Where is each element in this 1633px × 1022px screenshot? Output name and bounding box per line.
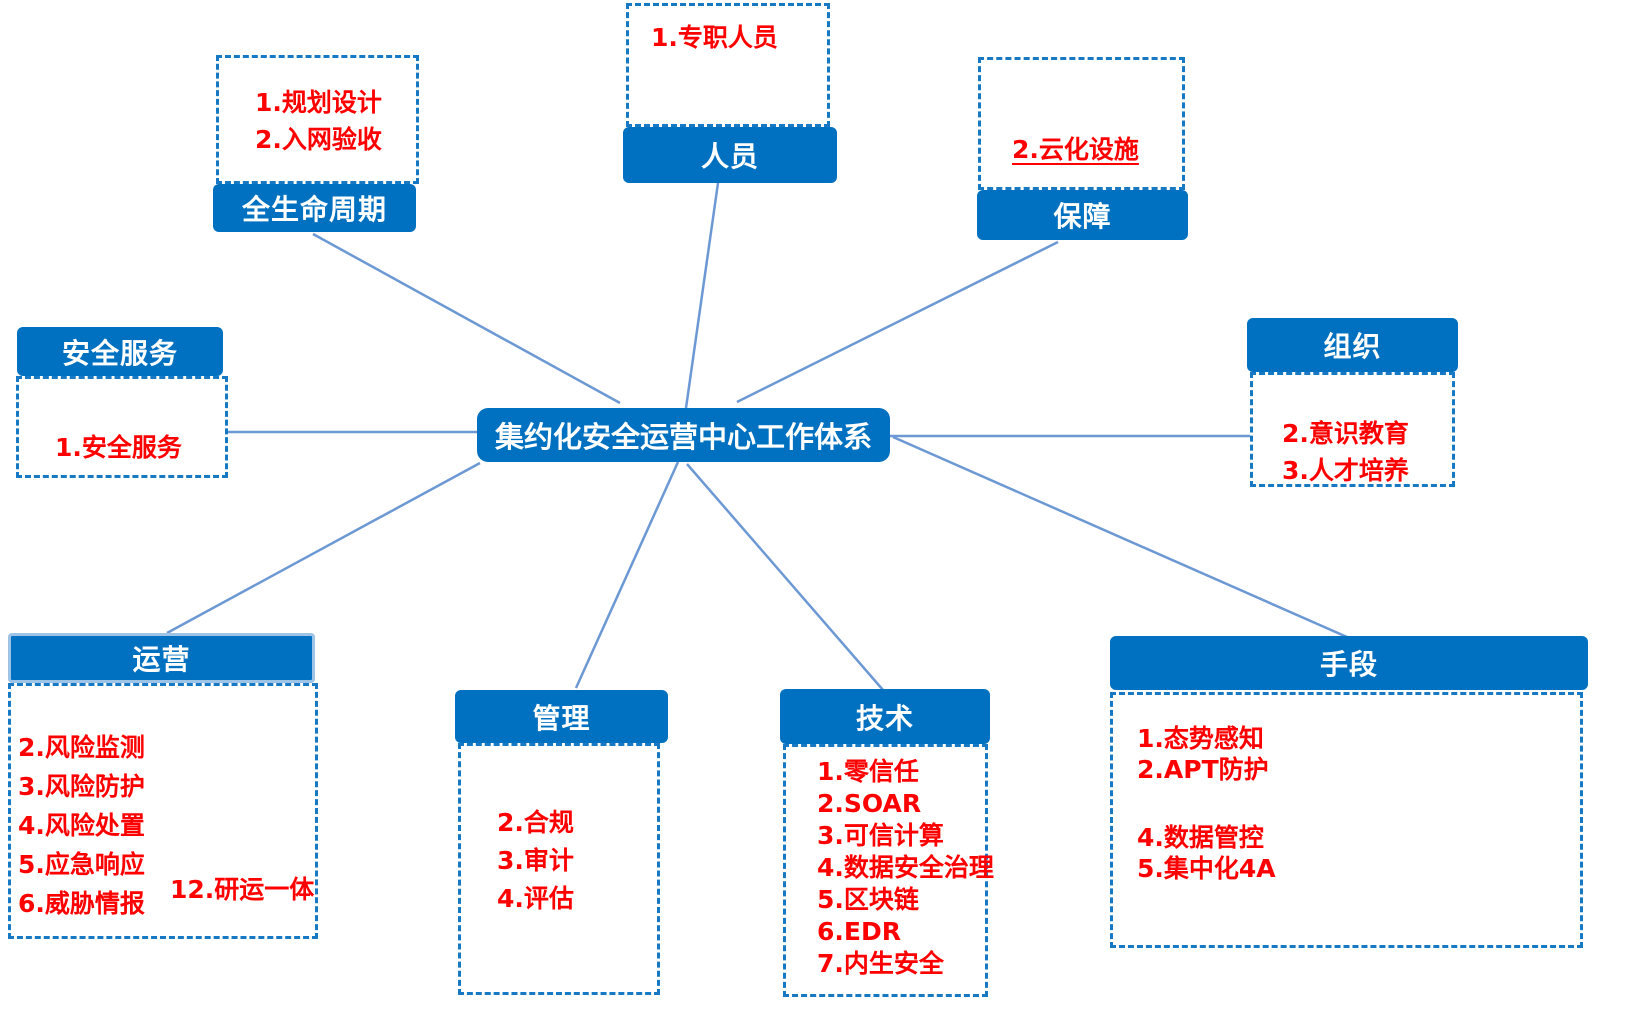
list-item: 3.审计 — [497, 846, 574, 875]
list-item: 6.EDR — [817, 917, 901, 946]
line-center-to-guarantee — [736, 240, 1059, 404]
list-item: 3.人才培养 — [1282, 456, 1409, 485]
list-item: 1.专职人员 — [651, 23, 778, 52]
technology-items-box: 1.零信任 2.SOAR 3.可信计算 4.数据安全治理 5.区块链 6.EDR 7.内生安… — [783, 744, 994, 997]
personnel-items-box: 1.专职人员 — [626, 3, 830, 127]
security-service-header[interactable]: 安全服务 — [17, 327, 223, 376]
line-center-to-operations — [166, 461, 481, 635]
operations-items-box: 2.风险监测 3.风险防护 4.风险处置 5.应急响应 6.威胁情报 12.研运一体 — [8, 683, 318, 939]
technology-header[interactable]: 技术 — [780, 689, 990, 744]
list-item: 5.区块链 — [817, 885, 919, 914]
list-item: 4.风险处置 — [18, 811, 145, 840]
list-item: 4.评估 — [497, 884, 574, 913]
management-header[interactable]: 管理 — [455, 690, 668, 743]
list-item: 1.零信任 — [817, 757, 919, 786]
guarantee-header[interactable]: 保障 — [977, 190, 1188, 240]
list-item: 5.集中化4A — [1137, 854, 1276, 883]
personnel-header[interactable]: 人员 — [623, 127, 837, 183]
list-item: 3.可信计算 — [817, 821, 944, 850]
list-item: 1.安全服务 — [55, 433, 182, 462]
security-service-items-box: 1.安全服务 — [16, 376, 228, 478]
management-items-box: 2.合规 3.审计 4.评估 — [458, 743, 660, 995]
list-item: 2.风险监测 — [18, 733, 145, 762]
means-header[interactable]: 手段 — [1110, 636, 1588, 690]
list-item: 4.数据安全治理 — [817, 853, 994, 882]
line-center-to-means — [892, 435, 1348, 639]
center-node[interactable]: 集约化安全运营中心工作体系 — [477, 408, 890, 462]
organization-items-box: 2.意识教育 3.人才培养 — [1250, 372, 1455, 487]
lifecycle-items-box: 1.规划设计 2.入网验收 — [216, 55, 419, 184]
line-center-to-personnel — [684, 182, 720, 409]
list-item: 2.入网验收 — [255, 125, 382, 154]
list-item: 7.内生安全 — [817, 949, 944, 978]
list-item: 2.合规 — [497, 808, 574, 837]
list-item: 5.应急响应 — [18, 850, 145, 879]
list-item: 1.规划设计 — [255, 88, 382, 117]
list-item: 1.态势感知 — [1137, 724, 1264, 753]
list-item: 4.数据管控 — [1137, 823, 1264, 852]
guarantee-items-box: 2.云化设施 — [978, 57, 1185, 190]
operations-extra-item: 12.研运一体 — [170, 875, 315, 904]
list-item: 6.威胁情报 — [18, 889, 145, 918]
line-center-to-technology — [686, 463, 884, 691]
list-item: 2.意识教育 — [1282, 419, 1409, 448]
organization-header[interactable]: 组织 — [1247, 318, 1458, 372]
list-item: 3.风险防护 — [18, 772, 145, 801]
lifecycle-header[interactable]: 全生命周期 — [213, 184, 416, 232]
list-item: 2.APT防护 — [1137, 755, 1269, 784]
list-item: 2.SOAR — [817, 789, 922, 818]
line-center-to-lifecycle — [312, 232, 621, 405]
list-item: 2.云化设施 — [1012, 135, 1139, 164]
line-center-to-management — [574, 461, 680, 689]
operations-header[interactable]: 运营 — [8, 633, 315, 683]
